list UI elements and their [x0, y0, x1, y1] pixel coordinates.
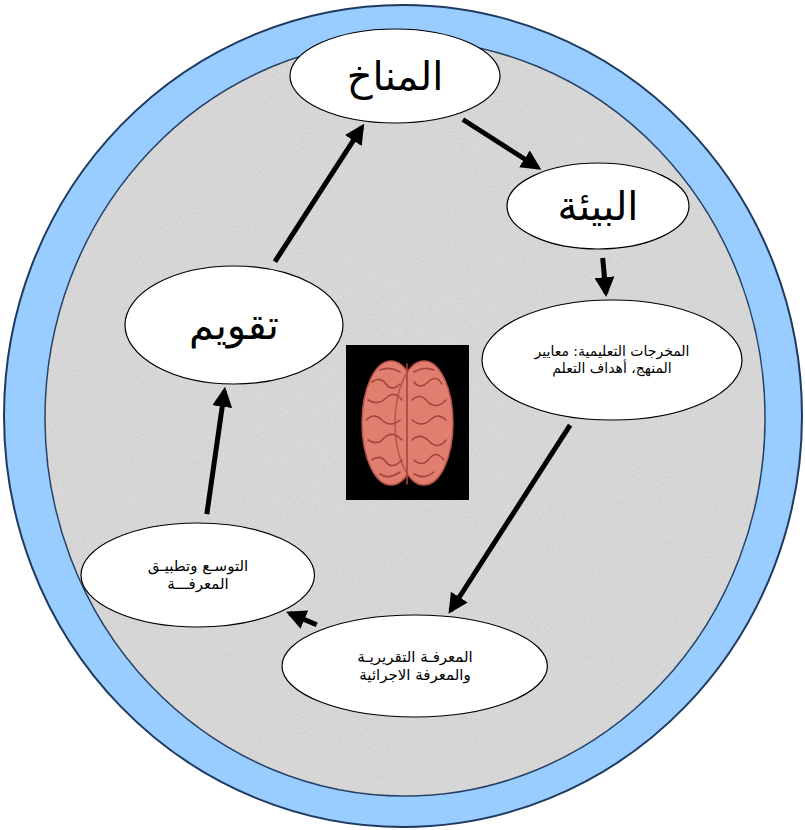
brain-picture	[346, 345, 469, 500]
node-label: المخرجات التعليمية: معايير المنهج، أهداف…	[532, 343, 692, 377]
ellipse-node: التوسـع وتطبيـق المعرفـــة	[80, 522, 316, 628]
node-label: تقويم	[189, 301, 279, 349]
outer-ring	[4, 5, 802, 827]
ellipse-node: تقويم	[124, 265, 344, 385]
ellipse-node: المخرجات التعليمية: معايير المنهج، أهداف…	[481, 299, 743, 421]
flow-arrow	[275, 127, 362, 262]
ellipse-node: البيئة	[506, 162, 690, 250]
flow-arrow	[290, 613, 317, 624]
node-label: المناخ	[347, 52, 444, 100]
node-label: التوسـع وتطبيـق المعرفـــة	[123, 557, 273, 593]
flow-arrow	[451, 425, 570, 610]
flow-arrow	[207, 391, 225, 514]
flow-arrow	[603, 258, 606, 293]
stone-texture	[40, 35, 770, 805]
ellipse-node: المناخ	[289, 28, 501, 124]
node-label: المعرفـة التقريريـة والمعرفة الاجرائية	[329, 648, 501, 684]
ellipse-node: المعرفـة التقريريـة والمعرفة الاجرائية	[281, 614, 548, 718]
node-label: البيئة	[558, 182, 639, 230]
flow-arrow	[463, 120, 538, 168]
